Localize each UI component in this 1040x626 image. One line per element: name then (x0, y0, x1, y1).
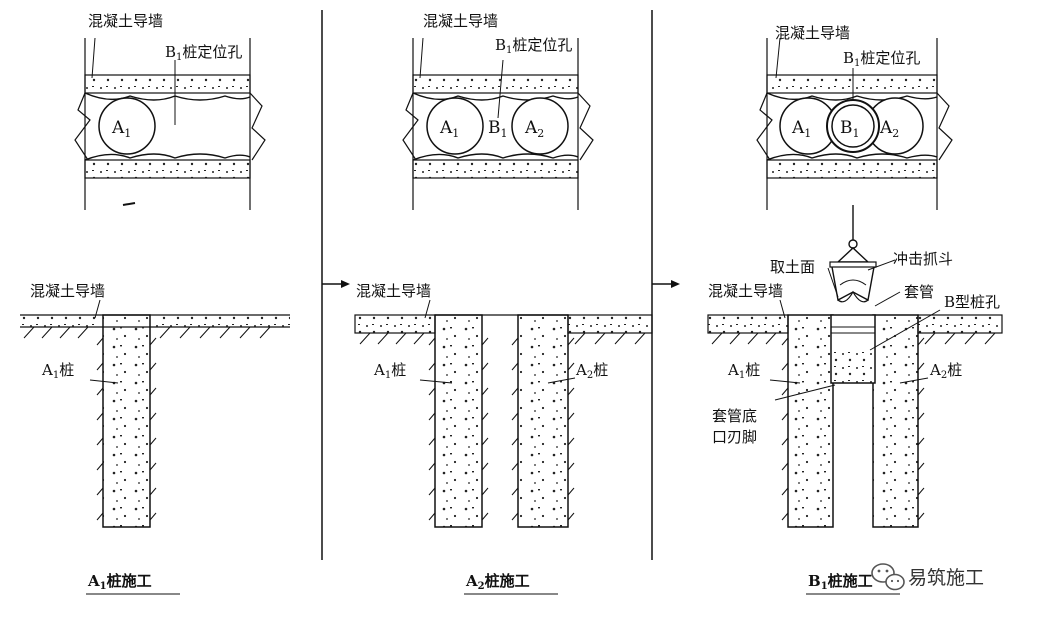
section-view: 混凝土导墙 A1桩 (20, 282, 290, 528)
circle-label-a2: A2 (879, 118, 899, 140)
wechat-icon (871, 563, 905, 591)
arrow-icon (322, 280, 350, 288)
pile-a2-label: A2桩 (575, 361, 608, 381)
plan-wall-label: 混凝土导墙 (775, 24, 850, 42)
b-pile-hole-label: B型桩孔 (944, 293, 1000, 311)
plan-wall-label: 混凝土导墙 (88, 12, 163, 30)
section-wall-label: 混凝土导墙 (30, 282, 105, 300)
circle-label-a1: A1 (111, 118, 131, 140)
caption-a1: A1桩施工 (87, 572, 152, 592)
plan-view: 混凝土导墙 B1桩定位孔 A1 B1 A2 (402, 12, 594, 210)
section-wall-label: 混凝土导墙 (356, 282, 431, 300)
plan-view: 混凝土导墙 B1桩定位孔 A1 B1 A2 (756, 24, 953, 210)
soil-surface-label: 取土面 (770, 258, 815, 276)
casing-foot-label-line1: 套管底 (712, 407, 757, 425)
section-view: 混凝土导墙 A1桩 A2桩 (354, 282, 653, 528)
caption-b1: B1桩施工 (808, 572, 873, 592)
arrow-icon (652, 280, 680, 288)
panel-3: 混凝土导墙 B1桩定位孔 A1 B1 A2 (707, 24, 1003, 595)
circle-label-b1: B1 (488, 118, 508, 140)
locating-hole-label: B1桩定位孔 (165, 43, 242, 63)
section-wall-label: 混凝土导墙 (708, 282, 783, 300)
locating-hole-label: B1桩定位孔 (843, 49, 920, 69)
circle-label-a2: A2 (524, 118, 544, 140)
pile-a1-label: A1桩 (373, 361, 406, 381)
pile-a1-label: A1桩 (41, 361, 74, 381)
circle-label-a1: A1 (439, 118, 459, 140)
plan-wall-label: 混凝土导墙 (423, 12, 498, 30)
panel-1: 混凝土导墙 B1桩定位孔 A1 (20, 12, 290, 595)
casing-foot-label-line2: 口刃脚 (712, 428, 757, 446)
caption-a2: A2桩施工 (465, 572, 530, 592)
watermark: 易筑施工 (871, 563, 984, 591)
panel-2: 混凝土导墙 B1桩定位孔 A1 B1 A2 (354, 12, 653, 595)
circle-label-a1: A1 (791, 118, 811, 140)
pile-a1-label: A1桩 (727, 361, 760, 381)
section-view: 取土面 冲击抓斗 套管 B型桩孔 混凝土导墙 A1桩 A2桩 套管底 口刃脚 (707, 205, 1003, 528)
pile-a2-label: A2桩 (929, 361, 962, 381)
plan-view: 混凝土导墙 B1桩定位孔 A1 (74, 12, 266, 210)
locating-hole-label: B1桩定位孔 (495, 36, 572, 56)
watermark-text: 易筑施工 (908, 567, 984, 589)
grab-bucket-label: 冲击抓斗 (893, 250, 953, 268)
circle-label-b1: B1 (840, 118, 860, 140)
casing-label: 套管 (904, 283, 934, 301)
